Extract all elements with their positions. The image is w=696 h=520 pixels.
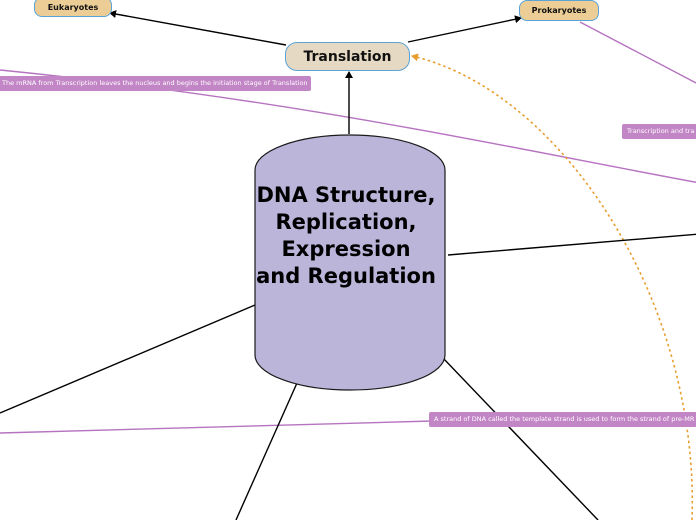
central-node-body [254, 134, 446, 391]
link-central-left [0, 304, 256, 414]
central-node-label[interactable]: DNA Structure, Replication, Expression a… [256, 183, 436, 288]
link-translation-eukaryotes [109, 10, 287, 46]
note-transcription[interactable]: Transcription and tra [622, 124, 696, 139]
link-translation-prokaryotes [407, 15, 522, 43]
link-central-bottom-left [235, 382, 298, 520]
eukaryotes-node[interactable]: Eukaryotes [34, 0, 112, 17]
note-mrna-initiation[interactable]: The mRNA from Transcription leaves the n… [0, 76, 311, 91]
note-line-prokaryotes [579, 21, 696, 84]
prokaryotes-node[interactable]: Prokaryotes [519, 0, 599, 21]
note-line-template [0, 420, 433, 434]
link-central-right [447, 233, 696, 256]
central-node[interactable] [254, 134, 446, 391]
link-central-bottom-right [442, 357, 599, 520]
note-template-strand[interactable]: A strand of DNA called the template stra… [429, 412, 696, 427]
dotted-relationship-link [411, 53, 694, 520]
translation-node[interactable]: Translation [285, 42, 410, 71]
